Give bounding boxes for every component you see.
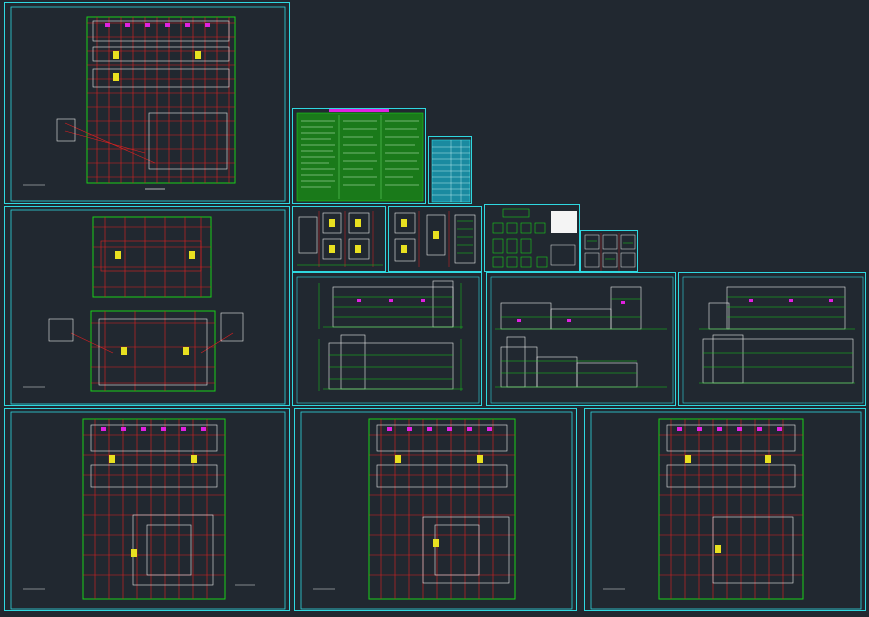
elevation-drawing <box>296 276 480 404</box>
elevation-sheet-1[interactable] <box>292 272 482 406</box>
plan-drawing <box>10 209 286 405</box>
elevation-sheet-2[interactable] <box>486 272 676 406</box>
design-notes-sheet[interactable] <box>292 108 426 204</box>
plan-sheet-mid-left[interactable] <box>4 206 290 406</box>
elevation-sheet-3[interactable] <box>678 272 866 406</box>
elevation-drawing <box>490 276 674 404</box>
detail-drawing <box>394 211 476 267</box>
detail-drawing <box>584 233 636 271</box>
stair-detail-sheet-1[interactable] <box>292 206 386 272</box>
plan-drawing <box>590 411 862 610</box>
plan-sheet-bottom-mid[interactable] <box>294 408 577 611</box>
node-detail-sheet[interactable] <box>580 230 638 272</box>
plan-sheet-bottom-right[interactable] <box>584 408 866 611</box>
plan-drawing <box>10 411 286 610</box>
plan-sheet-top-left[interactable] <box>4 2 290 204</box>
stair-detail-sheet-2[interactable] <box>388 206 482 272</box>
plan-sheet-bottom-left[interactable] <box>4 408 290 611</box>
elevation-drawing <box>682 276 864 404</box>
detail-drawing <box>492 208 577 268</box>
table-drawing <box>431 139 471 203</box>
notes-drawing <box>296 109 424 202</box>
plan-drawing <box>10 6 286 202</box>
detail-drawing <box>297 211 383 267</box>
plan-drawing <box>300 411 573 610</box>
schedule-table-sheet[interactable] <box>428 136 472 204</box>
window-detail-sheet[interactable] <box>484 204 580 272</box>
